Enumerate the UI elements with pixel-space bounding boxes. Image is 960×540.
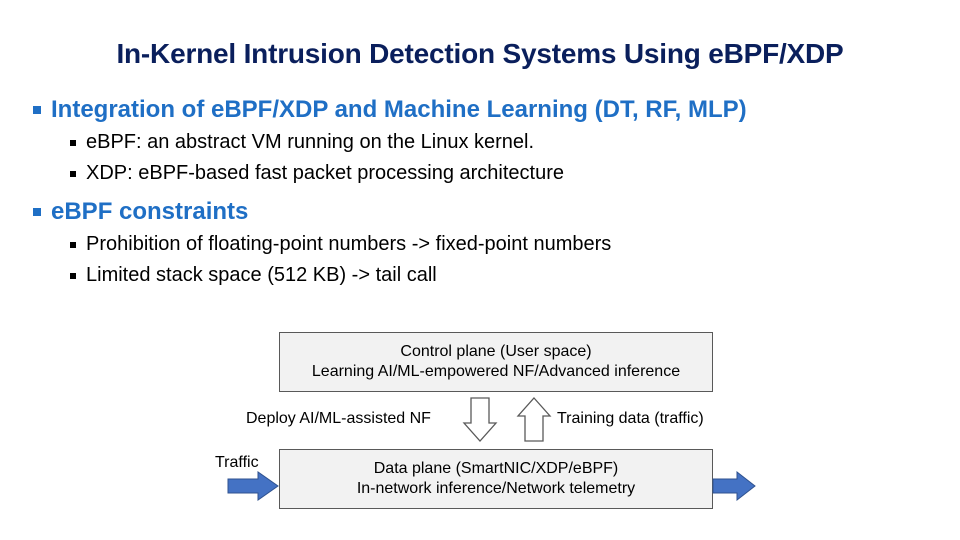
- square-bullet-icon: [33, 208, 41, 216]
- traffic-in-arrow-icon: [227, 471, 279, 501]
- bullet-item: Limited stack space (512 KB) -> tail cal…: [70, 264, 437, 287]
- bullet-text: Prohibition of floating-point numbers ->…: [86, 233, 612, 255]
- traffic-out-arrow-icon: [712, 470, 756, 502]
- square-bullet-icon: [70, 272, 76, 279]
- data-plane-subtitle: In-network inference/Network telemetry: [356, 480, 636, 497]
- square-bullet-icon: [70, 170, 76, 177]
- training-label: Training data (traffic): [557, 410, 704, 427]
- bullet-text: Limited stack space (512 KB) -> tail cal…: [86, 264, 437, 286]
- section-heading-text: eBPF constraints: [51, 198, 249, 225]
- bullet-item: Prohibition of floating-point numbers ->…: [70, 233, 611, 256]
- slide-title: In-Kernel Intrusion Detection Systems Us…: [116, 38, 844, 69]
- square-bullet-icon: [70, 241, 76, 248]
- bullet-item: eBPF: an abstract VM running on the Linu…: [70, 131, 534, 154]
- section-heading-constraints: eBPF constraints: [33, 198, 248, 226]
- training-up-arrow-icon: [516, 397, 552, 442]
- data-plane-title: Data plane (SmartNIC/XDP/eBPF): [373, 460, 619, 477]
- deploy-down-arrow-icon: [462, 397, 498, 442]
- square-bullet-icon: [70, 139, 76, 146]
- deploy-label: Deploy AI/ML-assisted NF: [246, 410, 431, 427]
- square-bullet-icon: [33, 106, 41, 114]
- data-plane-box: Data plane (SmartNIC/XDP/eBPF) In-networ…: [279, 449, 713, 509]
- control-plane-box: Control plane (User space) Learning AI/M…: [279, 332, 713, 392]
- bullet-text: eBPF: an abstract VM running on the Linu…: [86, 131, 535, 153]
- bullet-item: XDP: eBPF-based fast packet processing a…: [70, 162, 564, 185]
- bullet-text: XDP: eBPF-based fast packet processing a…: [86, 162, 565, 184]
- traffic-label: Traffic: [215, 454, 259, 471]
- control-plane-title: Control plane (User space): [400, 343, 592, 360]
- control-plane-subtitle: Learning AI/ML-empowered NF/Advanced inf…: [311, 363, 681, 380]
- section-heading-integration: Integration of eBPF/XDP and Machine Lear…: [33, 96, 747, 124]
- section-heading-text: Integration of eBPF/XDP and Machine Lear…: [51, 96, 747, 123]
